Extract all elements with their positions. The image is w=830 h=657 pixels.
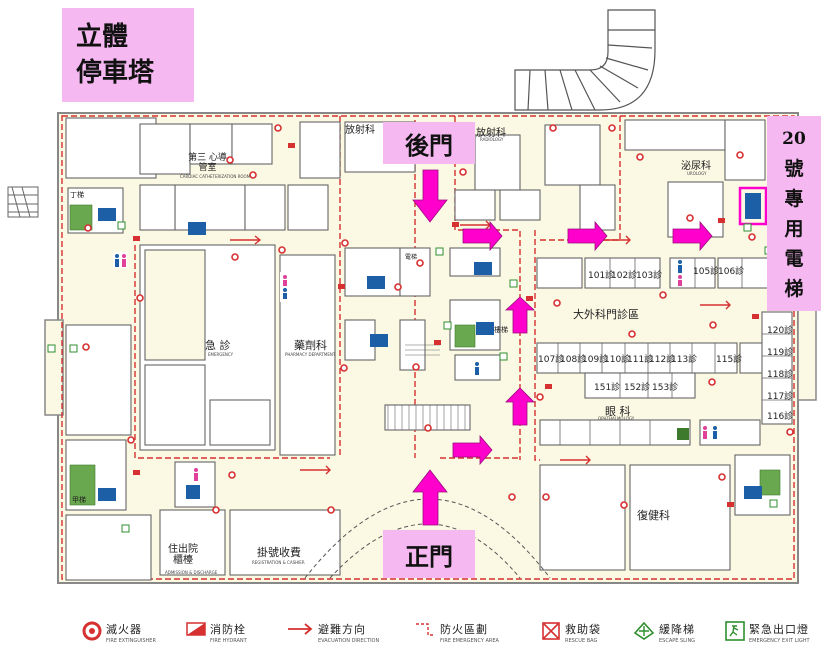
legend-zh-5: 緩降梯 [659,623,695,636]
rehabilitation-label: 復健科 [637,509,670,522]
clinic-116: 116診 [767,412,794,422]
fire-zone-icon [416,623,434,636]
elevator-20-line2: 號 [784,157,804,180]
clinic-110: 110診 [604,355,631,365]
emergency-label: 急 診 [205,339,231,352]
pharmacy-label: 藥劑科 [294,339,327,352]
admission-sublabel: ADMISSION & DISCHARGE [165,570,218,575]
elevator-icons [98,193,762,501]
ophthalmology-label: 眼 科 [605,405,631,418]
pharmacy-sublabel: PHARMACY DEPARTMENT [285,352,336,357]
restroom-icons [113,252,717,499]
clinic-101: 101診 [588,271,615,281]
legend-evacuation-direction: 避難方向 EVACUATION DIRECTION [286,621,379,651]
urology-sublabel: UROLOGY [687,171,707,176]
legend-fire-emergency-area: 防火區劃 FIRE EMERGENCY AREA [414,621,499,651]
legend-en-4: RESCUE BAG [565,638,598,644]
ophthalmology-sublabel: OPHTHALMOLOGY [598,416,635,421]
exit-light-icon [725,621,745,641]
parking-tower-line2: 停車塔 [76,58,155,88]
legend-en-2: EVACUATION DIRECTION [318,638,380,644]
left-entrance-marker [7,186,39,218]
walls [65,117,793,581]
clinic-118: 118診 [767,370,794,380]
clinic-120: 120診 [767,326,794,336]
clinic-153: 153診 [652,383,679,393]
emergency-sublabel: EMERGENCY [208,352,234,357]
rescue-bag-icon [542,622,560,640]
front-gate-label: 正門 [383,530,475,578]
elevator-20-line6: 梯 [784,277,804,300]
elevator-20-line1: 20 [782,128,806,149]
elevator-label-center: 電梯 [405,254,418,261]
cardiac-label: 第三 心導管室 [188,153,227,173]
cardiac-sublabel: CARDIAC CATHETERIZATION ROOM [180,174,251,179]
back-gate-text: 後門 [405,130,453,160]
legend-en-3: FIRE EMERGENCY AREA [440,638,499,644]
elevator-20-line5: 電 [784,247,804,270]
front-gate-text: 正門 [405,541,453,571]
legend-zh-1: 消防栓 [210,623,246,636]
clinic-108: 108診 [560,355,587,365]
stairs-label-bottom-left: 甲梯 [72,496,86,504]
radiology-1-label: 放射科 [345,125,375,136]
elevator-20-line3: 專 [784,187,804,210]
radiology-2-sublabel: RADIOLOGY [480,137,504,142]
clinic-111: 111診 [627,355,654,365]
evacuation-arrow-icon [288,623,313,635]
clinic-119: 119診 [767,348,794,358]
parking-tower-line1: 立體 [76,22,129,52]
elevator-20-label: 20 號 專 用 電 梯 [767,116,821,311]
registration-sublabel: REGISTRATION & CASHIER [252,560,305,565]
clinic-106: 106診 [718,267,745,277]
legend-en-0: FIRE EXTINGUISHER [106,638,156,644]
registration-label: 掛號收費 [257,546,301,559]
surgery-clinic-label: 大外科門診區 [573,308,639,321]
legend-en-1: FIRE HYDRANT [210,638,247,644]
admission-label: 住出院 櫃檯 [168,544,198,566]
escape-stairs [69,204,781,506]
fire-extinguisher-markers [82,124,794,514]
legend-rescue-bag: 救助袋 RESCUE BAG [541,621,601,651]
parking-tower-label: 立體 停車塔 [62,8,194,102]
legend-en-5: ESCAPE SLING [659,638,696,644]
legend-escape-sling: 緩降梯 ESCAPE SLING [633,621,695,651]
elevator-20-line4: 用 [784,217,804,240]
clinic-115: 115診 [716,355,743,365]
clinic-105: 105診 [693,267,720,277]
clinic-152: 152診 [624,383,651,393]
parking-ramp [514,9,656,111]
route-arrows [412,169,713,526]
fire-extinguisher-icon [82,621,102,641]
clinic-112: 112診 [649,355,676,365]
legend-zh-6: 緊急出口燈 [749,623,809,636]
fire-hydrant-markers [133,143,759,507]
legend-fire-hydrant: 消防栓 FIRE HYDRANT [186,621,247,651]
stairs-label-top-left: 丁梯 [70,191,84,199]
escape-sling-icon [633,621,655,640]
clinic-103: 103診 [636,271,663,281]
clinic-107: 107診 [538,355,565,365]
radiology-2-label: 放射科 [476,128,506,139]
legend-exit-light: 緊急出口燈 EMERGENCY EXIT LIGHT [725,621,810,651]
clinic-151: 151診 [594,383,621,393]
legend-zh-3: 防火區劃 [440,623,488,636]
legend-en-6: EMERGENCY EXIT LIGHT [749,638,810,644]
back-gate-label: 後門 [383,122,475,164]
clinic-113: 113診 [671,355,698,365]
legend-zh-0: 滅火器 [106,623,142,636]
legend-zh-4: 救助袋 [565,623,601,636]
legend-fire-extinguisher: 滅火器 FIRE EXTINGUISHER [82,621,156,651]
stairway-label-center: 樓梯 [494,326,508,334]
clinic-109: 109診 [582,355,609,365]
fire-hydrant-icon [186,622,206,636]
clinic-102: 102診 [611,271,638,281]
clinic-117: 117診 [767,392,794,402]
legend-zh-2: 避難方向 [318,623,366,636]
elevator-20-highlight [738,186,768,226]
urology-label: 泌尿科 [681,161,711,172]
